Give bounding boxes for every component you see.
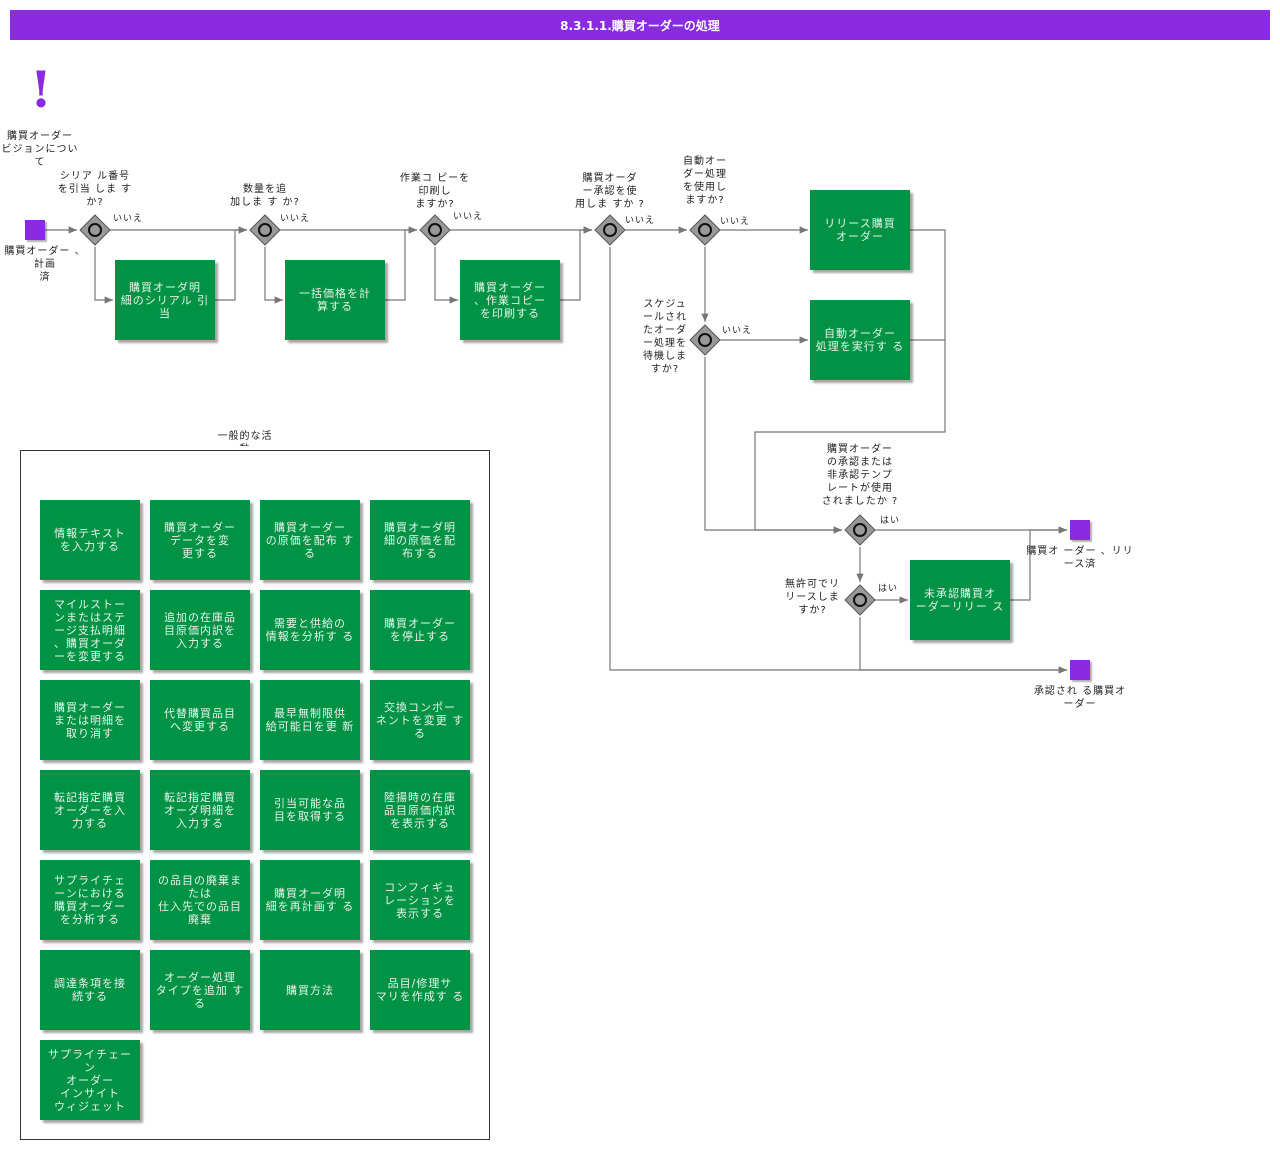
general-task-8[interactable]: 購買オーダー を停止する	[370, 590, 470, 670]
gateway-circle-icon	[853, 523, 867, 537]
general-section-title: 一般的な活 動	[217, 431, 273, 446]
branch-label-no: いいえ	[280, 214, 311, 224]
flow-t2-to-g3	[385, 226, 417, 301]
flow-g3-yes	[434, 247, 458, 304]
gateway-2[interactable]	[249, 214, 281, 246]
general-task-21[interactable]: 調達条項を接 続する	[40, 950, 140, 1030]
g6-question: スケジュ ールされ たオーダ ー処理を 待機しま すか?	[643, 299, 687, 375]
task-release-purchase-order[interactable]: リリース購買 オーダー	[810, 190, 910, 270]
gateway-circle-icon	[428, 223, 442, 237]
general-task-19[interactable]: 購買オーダ明 細を再計画す る	[260, 860, 360, 940]
end-event-released-label: 購買オ ーダー 、リリ ース済	[1026, 546, 1134, 570]
g4-question: 購買オーダ ー承認を使 用しま すか ?	[575, 173, 645, 210]
gateway-5[interactable]	[689, 214, 721, 246]
gateway-circle-icon	[603, 223, 617, 237]
general-task-25[interactable]: サプライチェーン オーダー インサイト ウィジェット	[40, 1040, 140, 1120]
general-task-7[interactable]: 需要と供給の 情報を分析す る	[260, 590, 360, 670]
gateway-circle-icon	[258, 223, 272, 237]
general-task-20[interactable]: コンフィギュ レーションを 表示する	[370, 860, 470, 940]
general-task-10[interactable]: 代替購買品目 へ変更する	[150, 680, 250, 760]
branch-label-yes: はい	[878, 584, 899, 594]
task-print-work-copy[interactable]: 購買オーダー 、作業コピー を印刷する	[460, 260, 560, 340]
gateway-diamond	[844, 584, 876, 616]
gateway-group	[79, 214, 876, 616]
branch-label-no: いいえ	[453, 212, 484, 222]
gateway-diamond	[79, 214, 111, 246]
gateway-6[interactable]	[689, 324, 721, 356]
gateway-diamond	[689, 324, 721, 356]
flow-g8-no	[859, 617, 1067, 674]
general-task-24[interactable]: 品目/修理サ マリを作成す る	[370, 950, 470, 1030]
g8-question: 無許可でリ リースしま すか?	[785, 579, 840, 616]
general-task-16[interactable]: 陸揚時の在庫 品目原価内訳 を表示する	[370, 770, 470, 850]
g7-question: 購買オーダー の承認または 非承認テンプ レートが使用 されましたか ?	[821, 444, 899, 507]
gateway-3[interactable]	[419, 214, 451, 246]
general-task-18[interactable]: の品目の廃棄または 仕入先での品目廃棄	[150, 860, 250, 940]
general-task-3[interactable]: 購買オーダー の原価を配布 する	[260, 500, 360, 580]
gateway-diamond	[689, 214, 721, 246]
gateway-circle-icon	[88, 223, 102, 237]
g2-question: 数量を追 加しま す か?	[230, 184, 300, 208]
start-event[interactable]	[25, 220, 45, 240]
exclamation-icon: !	[30, 60, 52, 119]
gateway-diamond	[594, 214, 626, 246]
end-event-released[interactable]	[1070, 520, 1090, 540]
gateway-circle-icon	[853, 593, 867, 607]
gateway-4[interactable]	[594, 214, 626, 246]
general-task-2[interactable]: 購買オーダー データを変 更する	[150, 500, 250, 580]
general-task-4[interactable]: 購買オーダ明 細の原価を配 布する	[370, 500, 470, 580]
branch-label-yes: はい	[880, 516, 901, 526]
general-task-22[interactable]: オーダー処理 タイプを追加 する	[150, 950, 250, 1030]
general-task-11[interactable]: 最早無制限供 給可能日を更 新	[260, 680, 360, 760]
general-activities-container	[20, 450, 490, 1140]
branch-label-no: いいえ	[625, 216, 656, 226]
end-event-approved-label: 承認され る購買オ ーダー	[1033, 686, 1127, 710]
gateway-diamond	[844, 514, 876, 546]
general-task-17[interactable]: サプライチェ ーンにおける 購買オーダー を分析する	[40, 860, 140, 940]
end-event-approved[interactable]	[1070, 660, 1090, 680]
general-task-9[interactable]: 購買オーダー または明細を 取り消す	[40, 680, 140, 760]
task-calc-bulk-price[interactable]: 一括価格を計 算する	[285, 260, 385, 340]
flow-t3-to-g4	[560, 226, 592, 301]
gateway-circle-icon	[698, 333, 712, 347]
task-run-auto-order-processing[interactable]: 自動オーダー 処理を実行す る	[810, 300, 910, 380]
gateway-diamond	[249, 214, 281, 246]
flow-g1-yes	[94, 247, 113, 304]
gateway-diamond	[419, 214, 451, 246]
gateway-8[interactable]	[844, 584, 876, 616]
flow-g2-yes	[264, 247, 283, 304]
general-task-5[interactable]: マイルストー ンまたはステ ージ支払明細 、購買オーダ ーを変更する	[40, 590, 140, 670]
diagram-title: 8.3.1.1.購買オーダーの処理	[10, 10, 1270, 40]
gateway-1[interactable]	[79, 214, 111, 246]
flow-t6-to-end	[1010, 526, 1067, 601]
general-task-23[interactable]: 購買方法	[260, 950, 360, 1030]
flow-t1-to-g2	[215, 226, 247, 301]
general-task-1[interactable]: 情報テキスト を入力する	[40, 500, 140, 580]
general-task-12[interactable]: 交換コンポー ネントを変更 する	[370, 680, 470, 760]
branch-label-no: いいえ	[720, 217, 751, 227]
general-task-15[interactable]: 引当可能な品 目を取得する	[260, 770, 360, 850]
task-release-unapproved-order[interactable]: 未承認購買オ ーダーリリー ス	[910, 560, 1010, 640]
start-note: 購買オーダー ビジョンについて	[1, 131, 79, 168]
g5-question: 自動オー ダー処理 を使用し ますか?	[683, 156, 727, 206]
gateway-circle-icon	[698, 223, 712, 237]
general-task-13[interactable]: 転記指定購買 オーダーを入 力する	[40, 770, 140, 850]
task-serial-allocation[interactable]: 購買オーダ明 細のシリアル 引当	[115, 260, 215, 340]
start-event-label: 購買オーダー 、計画 済	[4, 246, 86, 283]
g3-question: 作業コ ピーを 印刷し ますか?	[399, 173, 471, 210]
branch-label-no: いいえ	[722, 326, 753, 336]
branch-label-no: いいえ	[113, 214, 144, 224]
general-task-6[interactable]: 追加の在庫品 目原価内訳を 入力する	[150, 590, 250, 670]
general-task-14[interactable]: 転記指定購買 オーダ明細を 入力する	[150, 770, 250, 850]
flow-t4-merge	[754, 229, 946, 534]
gateway-7[interactable]	[844, 514, 876, 546]
g1-question: シリア ル番号 を引当 しま す か?	[57, 171, 133, 208]
